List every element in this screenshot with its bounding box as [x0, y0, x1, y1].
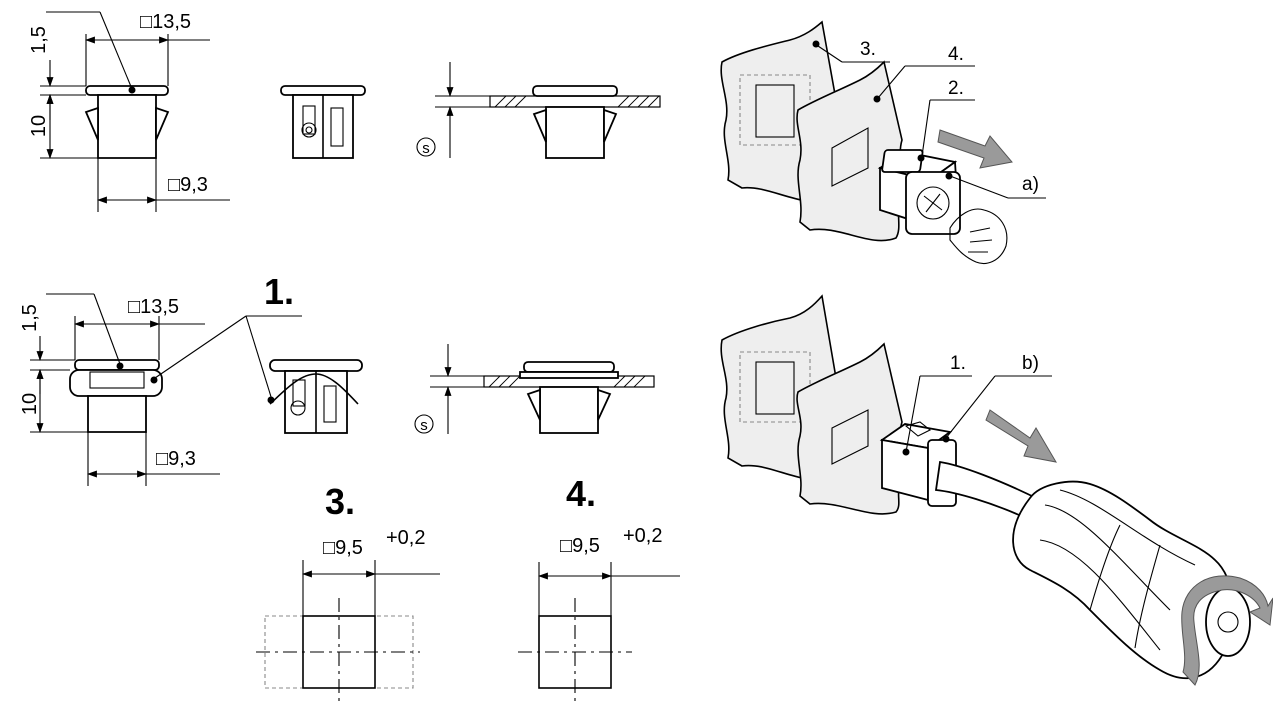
cutout-3-label: 3.: [325, 481, 355, 522]
dim-outer-square-2: □13,5: [128, 296, 179, 318]
cutout-4-tolerance: +0,2: [623, 525, 662, 547]
dim-flange-height-2: 1,5: [19, 304, 41, 332]
cutout-4-label: 4.: [566, 473, 596, 514]
side-view-bottom: 1,5 10 □13,5 □9,3: [19, 293, 220, 486]
callout-4: 4.: [948, 44, 964, 65]
callout-2: 2.: [948, 78, 964, 99]
callout-b: b): [1022, 353, 1039, 374]
dim-inner-square-2: □9,3: [156, 448, 196, 470]
cutout-3: 3. □9,5 +0,2: [256, 481, 440, 706]
side-view-top: 1,5 10 □13,5 □9,3: [28, 11, 230, 212]
callout-3: 3.: [860, 39, 876, 60]
front-view-top: [280, 85, 366, 159]
cutout-3-tolerance: +0,2: [386, 527, 425, 549]
front-view-bottom: [269, 359, 363, 434]
section-view-top: s: [416, 62, 661, 159]
dim-inner-square: □9,3: [168, 174, 208, 196]
callout-1-small: 1.: [950, 353, 966, 374]
cutout-4-dim: □9,5: [560, 535, 600, 557]
assembly-insert: 3. 4. 2. a): [720, 20, 1046, 264]
assembly-remove: 1. b): [720, 294, 1273, 686]
dim-outer-square: □13,5: [140, 11, 191, 33]
dim-body-height: 10: [28, 115, 50, 137]
thickness-symbol-bottom: s: [420, 417, 428, 434]
callout-1-large: 1.: [154, 271, 302, 404]
dim-body-height-2: 10: [19, 393, 41, 415]
leader-dot: [128, 86, 136, 94]
callout-1-label: 1.: [264, 271, 294, 312]
dim-flange-height: 1,5: [28, 26, 50, 54]
thickness-symbol-top: s: [422, 140, 430, 157]
cutout-4: 4. □9,5 +0,2: [518, 473, 680, 706]
callout-a: a): [1022, 174, 1039, 195]
cutout-3-dim: □9,5: [323, 537, 363, 559]
section-view-bottom: s: [414, 344, 655, 434]
